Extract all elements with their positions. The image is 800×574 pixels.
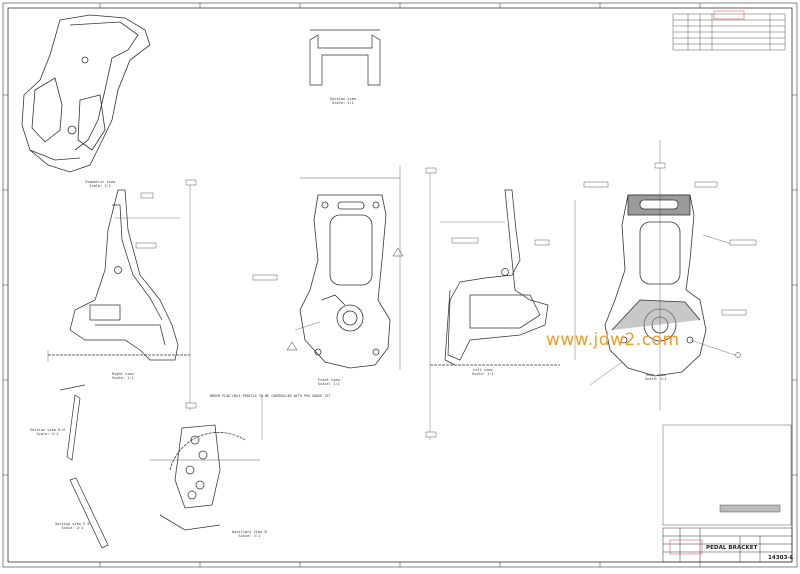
- datum-boxes: [135, 162, 757, 438]
- section-ee-view: [69, 477, 109, 549]
- zone-ticks: [3, 3, 797, 567]
- left-view: [430, 189, 560, 366]
- top-section-view: [309, 29, 381, 86]
- dimension-lines: [47, 140, 736, 440]
- profile-control-note: BRUSH FLAG HOLE PROFILE TO BE CONTROLLED…: [210, 394, 331, 398]
- section-hh-view: [59, 384, 86, 461]
- notes-box: [662, 424, 792, 526]
- part-name: PEDAL BRACKET: [706, 545, 758, 551]
- watermark-text: www.jdw2.com: [546, 330, 680, 350]
- auxiliary-view: [150, 424, 260, 531]
- drawing-number: 14303-L: [768, 555, 794, 561]
- revision-table: [672, 10, 786, 51]
- section-markers: [286, 247, 741, 358]
- isometric-view: [21, 14, 151, 173]
- title-block: [662, 527, 793, 563]
- front-view: [299, 177, 400, 369]
- right-view: [48, 189, 190, 361]
- rear-view: [604, 194, 707, 377]
